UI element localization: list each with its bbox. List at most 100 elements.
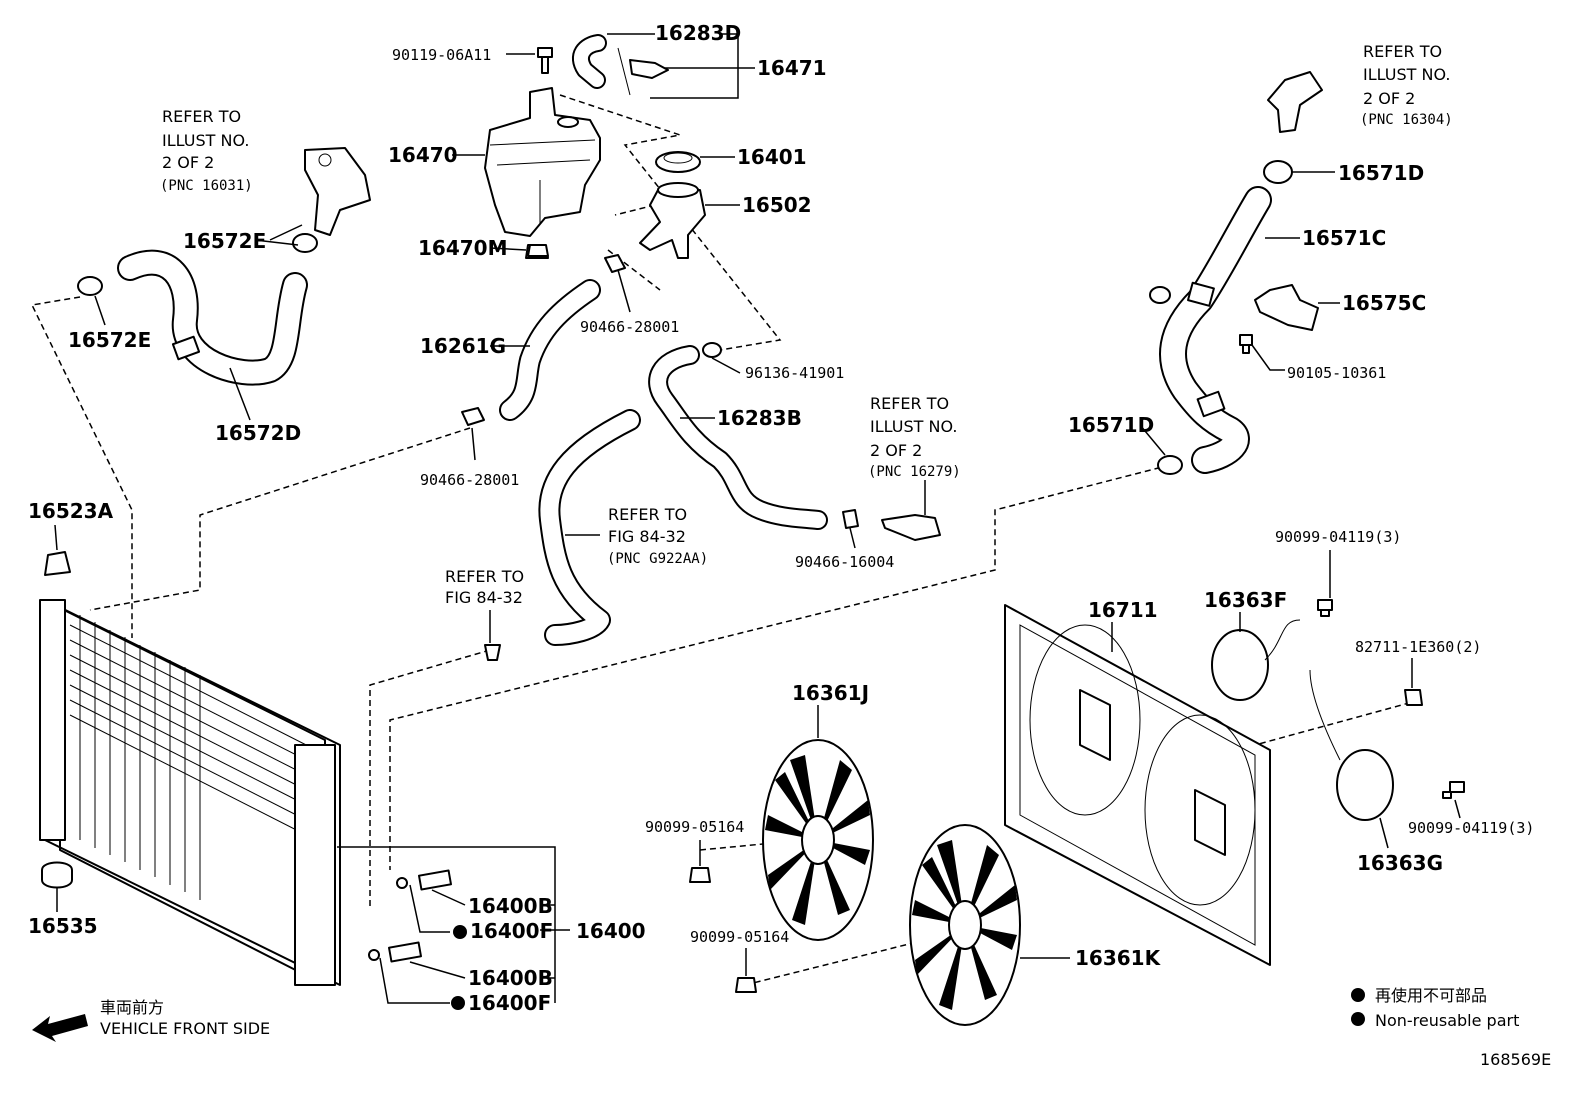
hose-16283d xyxy=(572,34,607,89)
label-16400f-lower: 16400F xyxy=(468,991,551,1015)
refer-note-g922aa: REFER TO FIG 84-32 (PNC G922AA) xyxy=(607,505,708,567)
bolt-90119 xyxy=(537,47,553,74)
label-90119-06a11: 90119-06A11 xyxy=(392,46,491,64)
hose-16571c xyxy=(1149,186,1272,474)
part-labels: 90119-06A11 16283D 16471 16470 16401 165… xyxy=(28,21,1534,1015)
label-16575c: 16575C xyxy=(1342,291,1426,315)
label-82711-1e360: 82711-1E360(2) xyxy=(1355,638,1481,656)
label-16283b: 16283B xyxy=(717,406,802,430)
label-16572e-left: 16572E xyxy=(68,328,151,352)
svg-text:REFER TO: REFER TO xyxy=(445,567,524,586)
bolt-90105 xyxy=(1239,334,1253,354)
clamp-16571d-lower xyxy=(1157,455,1183,475)
label-16400f-upper: 16400F xyxy=(470,919,553,943)
label-90466-16004: 90466-16004 xyxy=(795,553,894,571)
water-outlet-16031 xyxy=(304,147,371,236)
cushion-16535 xyxy=(41,861,73,889)
hose-g922aa xyxy=(538,409,641,646)
front-label-en: VEHICLE FRONT SIDE xyxy=(100,1019,270,1038)
radiator-16400 xyxy=(39,599,341,986)
clamp-90466-16004 xyxy=(842,509,859,529)
non-reusable-mark-lower xyxy=(451,996,465,1010)
label-16470m: 16470M xyxy=(418,236,507,260)
bolt-90099-04119-top xyxy=(1317,599,1333,617)
svg-text:(PNC G922AA): (PNC G922AA) xyxy=(607,551,708,567)
label-16535: 16535 xyxy=(28,914,98,938)
svg-text:(PNC 16304): (PNC 16304) xyxy=(1360,112,1453,128)
svg-text:ILLUST NO.: ILLUST NO. xyxy=(1363,65,1450,84)
svg-text:REFER TO: REFER TO xyxy=(162,107,241,126)
label-90099-04119-top: 90099-04119(3) xyxy=(1275,528,1401,546)
nut-90099-05164-b xyxy=(735,977,757,993)
bolt-90099-04119-right xyxy=(1442,781,1465,799)
hose-16283b xyxy=(648,345,828,530)
label-16363f: 16363F xyxy=(1204,588,1287,612)
label-96136-41901: 96136-41901 xyxy=(745,364,844,382)
refer-note-16031: REFER TO ILLUST NO. 2 OF 2 (PNC 16031) xyxy=(160,107,253,194)
drain-plugs xyxy=(368,869,452,963)
svg-text:2 OF 2: 2 OF 2 xyxy=(1363,89,1415,108)
fan-shroud-16711 xyxy=(1004,604,1271,966)
label-16400b-lower: 16400B xyxy=(468,966,553,990)
label-16572e-upper: 16572E xyxy=(183,229,266,253)
label-16523a: 16523A xyxy=(28,499,114,523)
svg-text:2 OF 2: 2 OF 2 xyxy=(162,153,214,172)
fan-16361k xyxy=(909,824,1021,1026)
label-16572d: 16572D xyxy=(215,421,301,445)
svg-text:(PNC 16279): (PNC 16279) xyxy=(868,464,961,480)
reservoir-tank xyxy=(484,87,601,259)
hose-16572d xyxy=(117,249,308,386)
clamp-16572e-upper xyxy=(292,233,318,253)
water-outlet-16304 xyxy=(1267,71,1323,133)
legend-bullet-icon xyxy=(1351,988,1365,1002)
label-90105-10361: 90105-10361 xyxy=(1287,364,1386,382)
level-sensor-16471 xyxy=(617,47,669,96)
refer-note-16304: REFER TO ILLUST NO. 2 OF 2 (PNC 16304) xyxy=(1360,42,1453,128)
label-90099-04119-right: 90099-04119(3) xyxy=(1408,819,1534,837)
label-16261g: 16261G xyxy=(420,334,506,358)
clamp-16572e-left xyxy=(77,276,103,296)
label-16361k: 16361K xyxy=(1075,946,1162,970)
clip-84-32 xyxy=(484,644,501,661)
svg-text:ILLUST NO.: ILLUST NO. xyxy=(162,131,249,150)
clamp-90466-top xyxy=(604,254,626,273)
clip-82711 xyxy=(1404,689,1423,706)
part-leader-lines xyxy=(54,33,1461,976)
svg-text:FIG 84-32: FIG 84-32 xyxy=(608,527,686,546)
front-arrow-icon xyxy=(32,1014,88,1042)
label-16470: 16470 xyxy=(388,143,458,167)
svg-text:FIG 84-32: FIG 84-32 xyxy=(445,588,523,607)
svg-text:REFER TO: REFER TO xyxy=(1363,42,1442,61)
label-16571d-upper: 16571D xyxy=(1338,161,1424,185)
svg-text:ILLUST NO.: ILLUST NO. xyxy=(870,417,957,436)
fan-motor-16363f xyxy=(1211,619,1301,701)
label-16502: 16502 xyxy=(742,193,812,217)
non-reusable-mark-upper xyxy=(453,925,467,939)
label-16571d-lower: 16571D xyxy=(1068,413,1154,437)
clamp-96136 xyxy=(702,342,722,358)
legend-en: Non-reusable part xyxy=(1375,1011,1519,1030)
group-bracket-16400 xyxy=(337,846,570,1004)
refer-note-16279: REFER TO ILLUST NO. 2 OF 2 (PNC 16279) xyxy=(868,394,961,480)
label-16283d: 16283D xyxy=(655,21,741,45)
label-16363g: 16363G xyxy=(1357,851,1443,875)
fan-16361j xyxy=(762,739,874,941)
legend: 再使用不可部品 Non-reusable part xyxy=(1351,986,1519,1030)
union-16279 xyxy=(881,514,941,541)
filler-neck-16502 xyxy=(639,182,706,259)
bracket-16575c xyxy=(1254,284,1319,331)
label-16711: 16711 xyxy=(1088,598,1158,622)
cushion-16523a xyxy=(44,551,71,576)
illustration-id: 168569E xyxy=(1480,1050,1551,1069)
svg-text:(PNC 16031): (PNC 16031) xyxy=(160,178,253,194)
label-16401: 16401 xyxy=(737,145,807,169)
label-16471: 16471 xyxy=(757,56,827,80)
radiator-cap-16401 xyxy=(655,151,701,173)
fan-motor-16363g xyxy=(1309,669,1394,821)
front-label-jp: 車両前方 xyxy=(100,998,164,1017)
label-16400b-upper: 16400B xyxy=(468,894,553,918)
svg-text:REFER TO: REFER TO xyxy=(870,394,949,413)
refer-note-84-32: REFER TO FIG 84-32 xyxy=(445,567,524,607)
label-90466-28001-upper: 90466-28001 xyxy=(580,318,679,336)
